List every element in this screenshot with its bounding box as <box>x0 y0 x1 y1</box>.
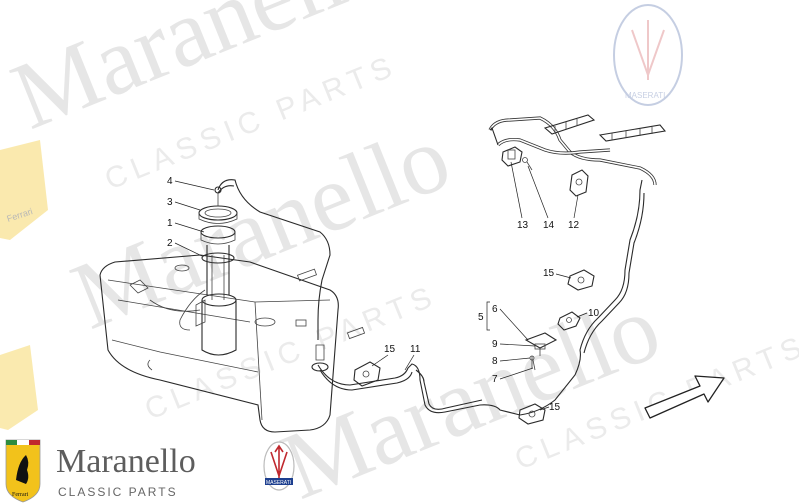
watermark-maserati-emblem: MASERATI <box>613 4 683 106</box>
callout-15-upper: 15 <box>543 268 555 279</box>
ferrari-shield-icon: Ferrari <box>5 439 41 503</box>
watermark-ferrari-shield-1: Ferrari <box>0 140 48 240</box>
fuel-line-11-twin <box>319 369 483 410</box>
clamp-15-middle <box>353 361 381 387</box>
fuel-tank <box>99 254 339 433</box>
callout-5: 5 <box>478 312 484 323</box>
callout-2: 2 <box>167 238 173 249</box>
fuel-line-front-riser-twin <box>583 192 645 354</box>
clamp-10 <box>557 311 581 331</box>
callouts: 4 3 1 2 15 11 15 15 10 5 6 9 8 7 13 14 <box>167 161 600 413</box>
callout-13: 13 <box>517 220 529 231</box>
fuel-supply-line <box>217 179 331 340</box>
clamp-15-upper <box>567 269 595 291</box>
watermark-word-3: Maranello <box>268 272 674 503</box>
bracket-13 <box>501 146 523 167</box>
screw-14 <box>522 157 533 171</box>
callout-3: 3 <box>167 197 173 208</box>
bracket-group-5 <box>524 332 558 371</box>
callout-4: 4 <box>167 176 173 187</box>
watermark-maserati-text: MASERATI <box>625 91 665 100</box>
callout-9: 9 <box>492 339 498 350</box>
fuel-supply-line-start <box>217 185 235 194</box>
clip-12 <box>569 169 589 197</box>
callout-6: 6 <box>492 304 498 315</box>
callout-1: 1 <box>167 218 173 229</box>
brand-logo: Ferrari Maranello CLASSIC PARTS MASERATI <box>5 439 295 503</box>
callout-7: 7 <box>492 374 498 385</box>
clamp-15-lower <box>518 403 546 425</box>
logo-wordmark: Maranello <box>56 443 196 480</box>
fuel-line-11 <box>317 349 581 416</box>
ferrari-badge-text: Ferrari <box>12 492 29 498</box>
maserati-badge-text: MASERATI <box>266 480 291 486</box>
callout-10: 10 <box>588 308 600 319</box>
maserati-trident-icon: MASERATI <box>263 441 295 491</box>
callout-14: 14 <box>543 220 555 231</box>
fuel-pump-assembly <box>179 186 238 356</box>
logo-subtitle: CLASSIC PARTS <box>58 485 178 499</box>
fuel-line-front-riser <box>579 179 643 351</box>
fuel-rail-hoses <box>488 114 667 186</box>
callout-15-middle: 15 <box>384 344 396 355</box>
callout-8: 8 <box>492 356 498 367</box>
callout-15-lower: 15 <box>549 402 561 413</box>
callout-12: 12 <box>568 220 580 231</box>
callout-11: 11 <box>410 344 421 355</box>
watermark-ferrari-shield-2 <box>0 345 38 430</box>
hose-clips-tank <box>295 268 366 340</box>
direction-arrow-icon <box>644 375 725 419</box>
